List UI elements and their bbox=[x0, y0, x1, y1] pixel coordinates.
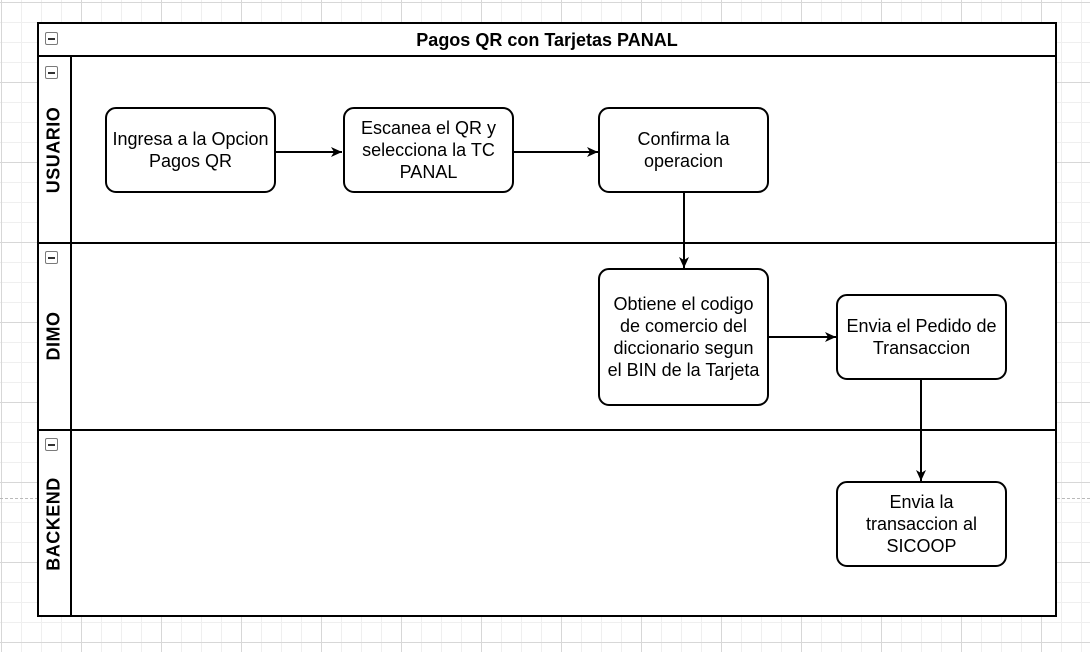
node-envia-sicoop[interactable]: Envia la transaccion al SICOOP bbox=[836, 481, 1007, 567]
lane-header-divider bbox=[70, 57, 72, 617]
lane-collapse-icon[interactable] bbox=[45, 438, 58, 451]
node-obtiene[interactable]: Obtiene el codigo de comercio del diccio… bbox=[598, 268, 769, 406]
node-envia-pedido[interactable]: Envia el Pedido de Transaccion bbox=[836, 294, 1007, 380]
lane-separator bbox=[37, 242, 1057, 244]
pool-collapse-icon[interactable] bbox=[45, 32, 58, 45]
node-confirma[interactable]: Confirma la operacion bbox=[598, 107, 769, 193]
node-ingresa[interactable]: Ingresa a la Opcion Pagos QR bbox=[105, 107, 276, 193]
lane-collapse-icon[interactable] bbox=[45, 66, 58, 79]
node-escanea[interactable]: Escanea el QR y selecciona la TC PANAL bbox=[343, 107, 514, 193]
pool-header bbox=[37, 22, 1057, 57]
lane-collapse-icon[interactable] bbox=[45, 251, 58, 264]
lane-separator bbox=[37, 429, 1057, 431]
pool-title: Pagos QR con Tarjetas PANAL bbox=[416, 30, 678, 50]
